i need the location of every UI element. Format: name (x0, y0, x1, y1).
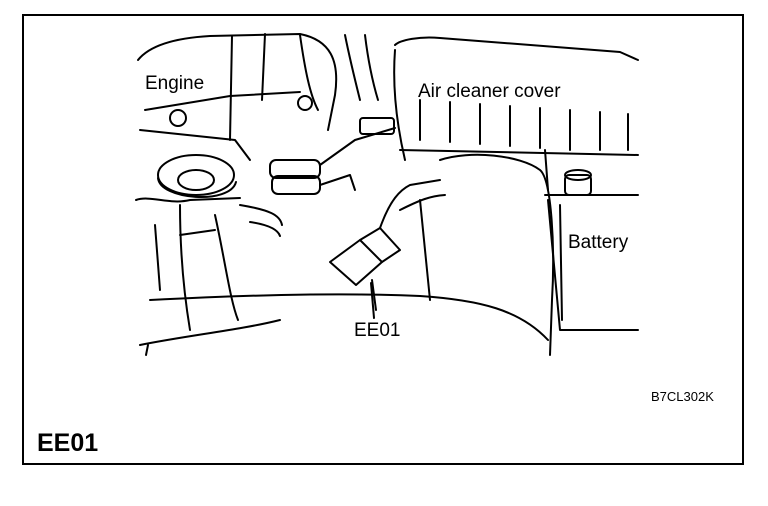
intake-duct-drawing (139, 153, 555, 356)
ee01-connector-drawing (329, 179, 446, 311)
figure-title: EE01 (37, 429, 99, 457)
sensor-connectors-drawing (269, 117, 396, 195)
figure-code: B7CL302K (651, 389, 714, 404)
battery-label: Battery (568, 232, 629, 253)
hose-drawing (154, 34, 379, 331)
engine-block-drawing (135, 33, 338, 203)
ee01-leader-line (370, 282, 375, 319)
right-border-rule (743, 14, 744, 465)
radiator-cap-drawing (157, 154, 237, 199)
air-cleaner-cover-label: Air cleaner cover (418, 81, 561, 102)
engine-label: Engine (145, 73, 205, 94)
ee01-connector-label: EE01 (354, 320, 401, 341)
air-cleaner-drawing (393, 36, 639, 161)
